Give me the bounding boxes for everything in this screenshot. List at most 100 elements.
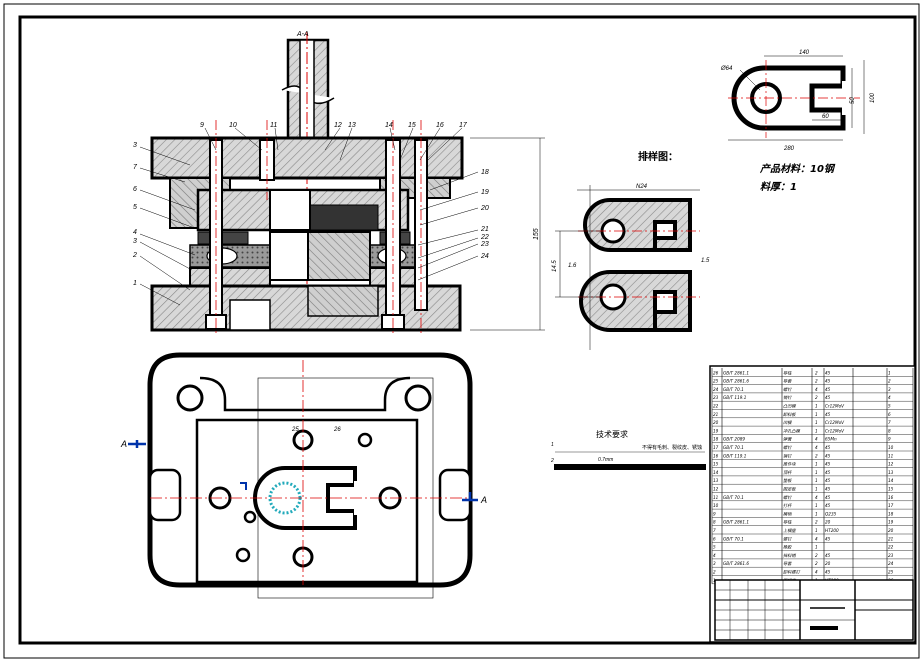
svg-text:25: 25 — [291, 427, 299, 433]
bom-cell-no: 16 — [713, 453, 719, 458]
bom-cell-name: 挡料销 — [783, 553, 796, 558]
bom-cell-name: 顶杆 — [783, 470, 792, 475]
bom-cell-qty: 2 — [815, 453, 818, 458]
bom-cell-no: 3 — [713, 561, 716, 566]
bom-cell-qty: 2 — [815, 379, 818, 384]
product-dim-top: 140 — [799, 50, 810, 56]
section-height-dim: 155 — [533, 228, 540, 240]
bom-cell-std: 25 — [888, 570, 894, 575]
bom-cell-name: 卸料板 — [783, 412, 796, 417]
bom-cell-code: GB/T 70.1 — [723, 387, 744, 392]
bom-cell-name: 橡胶 — [783, 545, 792, 550]
bom-cell-code: GB/T 70.1 — [723, 445, 744, 450]
bom-cell-qty: 1 — [815, 428, 818, 433]
bom-cell-mat: 45 — [825, 395, 831, 400]
bom-cell-qty: 1 — [815, 487, 818, 492]
bom-cell-qty: 2 — [815, 370, 818, 375]
bom-cell-qty: 1 — [815, 462, 818, 467]
svg-text:2: 2 — [550, 458, 554, 464]
bom-cell-name: 螺钉 — [783, 445, 792, 450]
bom-cell-no: 22 — [713, 404, 719, 409]
bom-cell-code: GB/T 2861.6 — [723, 561, 749, 566]
svg-text:15: 15 — [408, 122, 416, 129]
svg-text:5: 5 — [133, 204, 137, 211]
bom-cell-std: 16 — [888, 495, 894, 500]
bom-cell-no: 14 — [713, 470, 719, 475]
bom-cell-std: 10 — [888, 445, 894, 450]
layout-title: 排样图： — [638, 150, 678, 163]
section-arrow-right-label: A — [480, 495, 487, 505]
product-dim-bottom-b: 280 — [783, 146, 795, 152]
bom-cell-no: 13 — [713, 478, 719, 483]
bom-cell-std: 14 — [888, 478, 894, 483]
bom-cell-name: 导套 — [783, 561, 792, 566]
bom-cell-code: GB/T 2861.6 — [723, 379, 749, 384]
bom-cell-no: 11 — [713, 495, 719, 500]
bom-cell-name: 弹簧 — [783, 437, 792, 442]
svg-text:2: 2 — [132, 252, 137, 259]
svg-text:19: 19 — [481, 189, 489, 196]
bom-cell-qty: 4 — [815, 445, 818, 450]
product-dim-right-b: 100 — [870, 92, 876, 103]
section-arrow-left-label: A — [120, 439, 127, 449]
part-numbers-left: 3 7 6 5 4 3 2 1 — [132, 142, 138, 287]
tech-note: 不得有毛刺、裂纹皮、锈蚀 — [642, 444, 702, 451]
bom-cell-no: 19 — [713, 428, 719, 433]
svg-text:9: 9 — [200, 122, 204, 129]
bom-cell-mat: HT200 — [825, 528, 839, 533]
bom-cell-std: 21 — [888, 536, 894, 541]
inner-frame — [18, 15, 917, 645]
bom-cell-std: 24 — [888, 561, 894, 566]
bom-cell-mat: 45 — [825, 370, 831, 375]
product-material: 产品材料：10钢 — [759, 163, 836, 175]
plan-view: A A 25 26 — [120, 352, 487, 599]
product-dim-left: Ø64 — [720, 66, 733, 72]
bom-cell-qty: 2 — [815, 395, 818, 400]
bom-cell-std: 7 — [888, 420, 891, 425]
bom-cell-std: 20 — [888, 528, 894, 533]
bom-cell-no: 18 — [713, 437, 719, 442]
bom-cell-mat: 45 — [825, 553, 831, 558]
bom-cell-qty: 1 — [815, 528, 818, 533]
product-view: 140 Ø64 50 100 60 280 产品材料：10钢 料厚：1 — [720, 50, 876, 193]
bom-cell-qty: 4 — [815, 570, 818, 575]
bom-cell-no: 26 — [713, 370, 719, 375]
bom-cell-std: 17 — [888, 503, 894, 508]
part-numbers-right: 18 19 20 21 22 23 24 — [480, 169, 489, 260]
svg-text:4: 4 — [133, 229, 137, 236]
bom-cell-no: 10 — [713, 503, 719, 508]
bom-cell-mat: 45 — [825, 487, 831, 492]
svg-text:21: 21 — [480, 226, 489, 233]
svg-text:14: 14 — [385, 122, 393, 129]
section-view: A-A 155 — [150, 31, 545, 335]
bom-cell-std: 15 — [888, 487, 894, 492]
bom-cell-mat: 45 — [825, 536, 831, 541]
bom-cell-code: GB/T 2861.1 — [723, 520, 749, 525]
bom-cell-std: 8 — [888, 428, 891, 433]
bom-cell-no: 5 — [713, 545, 716, 550]
bom-cell-qty: 1 — [815, 420, 818, 425]
bom-cell-std: 18 — [888, 511, 894, 516]
bom-cell-name: 凸凹模 — [783, 404, 796, 409]
bom-cell-name: 凹模 — [783, 420, 792, 425]
bom-cell-qty: 4 — [815, 495, 818, 500]
bom-cell-mat: 45 — [825, 453, 831, 458]
bom-cell-no: 9 — [713, 511, 716, 516]
bom-cell-mat: 45 — [825, 445, 831, 450]
bom-cell-no: 8 — [713, 520, 716, 525]
bom-cell-mat: Q235 — [825, 511, 837, 516]
bom-cell-std: 2 — [888, 379, 891, 384]
svg-text:20: 20 — [480, 205, 489, 212]
bom-cell-name: 推件块 — [783, 462, 796, 467]
